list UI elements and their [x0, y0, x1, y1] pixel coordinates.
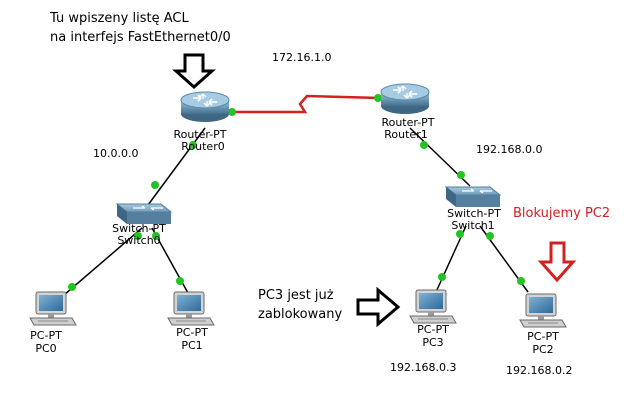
port-dot: [151, 181, 159, 189]
serial-link-router0-router1: [230, 94, 381, 114]
switch1-name-label: Switch1: [451, 219, 494, 232]
network-wan-label: 172.16.1.0: [272, 51, 331, 64]
pc3-model-label: PC-PT: [417, 323, 449, 336]
port-dot: [189, 141, 197, 149]
acl-annotation-line1: Tu wpiszeny listę ACL: [49, 11, 189, 26]
router1-model-label: Router-PT: [381, 116, 434, 129]
switch0-model-label: Switch-PT: [112, 222, 166, 235]
pc3-annotation-line1: PC3 jest już: [258, 288, 334, 303]
link-router0-switch0: [147, 127, 206, 206]
port-dot: [456, 230, 464, 238]
pc2-model-label: PC-PT: [527, 330, 559, 343]
pc1-model-label: PC-PT: [176, 326, 208, 339]
network-left-label: 10.0.0.0: [93, 147, 138, 160]
pc2-icon[interactable]: [519, 293, 567, 328]
port-dot: [134, 232, 142, 240]
pc3-icon[interactable]: [409, 289, 457, 324]
switch1-model-label: Switch-PT: [447, 207, 501, 220]
pc0-model-label: PC-PT: [30, 329, 62, 342]
pc1-icon[interactable]: [167, 291, 215, 326]
link-switch0-pc0: [63, 227, 143, 296]
pc3-ip-label: 192.168.0.3: [390, 361, 456, 374]
pc0-name-label: PC0: [35, 342, 56, 355]
port-indicators: [68, 94, 525, 291]
pc2-name-label: PC2: [532, 343, 553, 356]
acl-annotation-line2: na interfejs FastEthernet0/0: [50, 30, 231, 45]
router0-model-label: Router-PT: [173, 128, 226, 141]
switch1-icon[interactable]: [445, 186, 501, 208]
port-dot: [438, 273, 446, 281]
right-arrow-icon: [356, 286, 401, 328]
port-dot: [152, 232, 160, 240]
pc0-icon[interactable]: [29, 291, 77, 326]
port-dot: [420, 141, 428, 149]
router0-name-label: Router0: [181, 140, 224, 153]
router0-icon[interactable]: [180, 91, 230, 123]
port-dot: [176, 277, 184, 285]
port-dot: [228, 108, 236, 116]
red-down-arrow-icon: [537, 241, 577, 283]
port-dot: [486, 232, 494, 240]
switch0-icon[interactable]: [116, 203, 172, 225]
network-right-label: 192.168.0.0: [476, 143, 542, 156]
router1-name-label: Router1: [384, 128, 427, 141]
blocked-pc2-annotation: Blokujemy PC2: [513, 206, 610, 221]
down-arrow-icon: [172, 53, 216, 90]
switch0-name-label: Switch0: [117, 234, 160, 247]
port-dot: [374, 94, 382, 102]
pc3-annotation-line2: zablokowany: [258, 307, 342, 322]
pc2-ip-label: 192.168.0.2: [506, 364, 572, 377]
pc1-name-label: PC1: [181, 339, 202, 352]
port-dot: [517, 277, 525, 285]
port-dot: [68, 283, 76, 291]
pc3-name-label: PC3: [422, 336, 443, 349]
port-dot: [457, 171, 465, 179]
router1-icon[interactable]: [380, 83, 430, 115]
